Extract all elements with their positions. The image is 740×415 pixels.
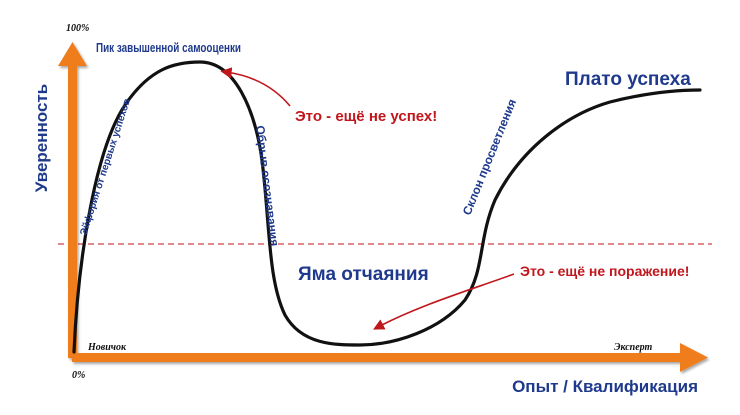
y-axis bbox=[58, 42, 87, 358]
arrow-to-pit bbox=[373, 273, 515, 330]
label-pit: Яма отчаяния bbox=[298, 264, 429, 285]
x-axis bbox=[72, 343, 708, 372]
arrow-to-peak bbox=[220, 67, 291, 107]
y-axis-title: Уверенность bbox=[32, 84, 51, 192]
y-min-label: 0% bbox=[72, 370, 85, 381]
label-euphoria: Эйфория от первых успехов bbox=[77, 97, 133, 237]
label-cliff: Обрыв осознавания bbox=[253, 125, 282, 247]
label-peak: Пик завышенной самооценки bbox=[96, 41, 241, 55]
label-slope: Склон просветления bbox=[460, 97, 519, 217]
y-max-label: 100% bbox=[66, 23, 89, 34]
confidence-curve bbox=[72, 60, 702, 354]
x-end-label: Эксперт bbox=[614, 342, 653, 353]
label-plateau: Плато успеха bbox=[565, 69, 691, 90]
annotation-not-success: Это - ещё не успех! bbox=[295, 108, 437, 125]
x-start-label: Новичок bbox=[87, 342, 127, 353]
annotation-not-defeat: Это - ещё не поражение! bbox=[520, 263, 689, 279]
x-axis-title: Опыт / Квалификация bbox=[512, 377, 698, 396]
